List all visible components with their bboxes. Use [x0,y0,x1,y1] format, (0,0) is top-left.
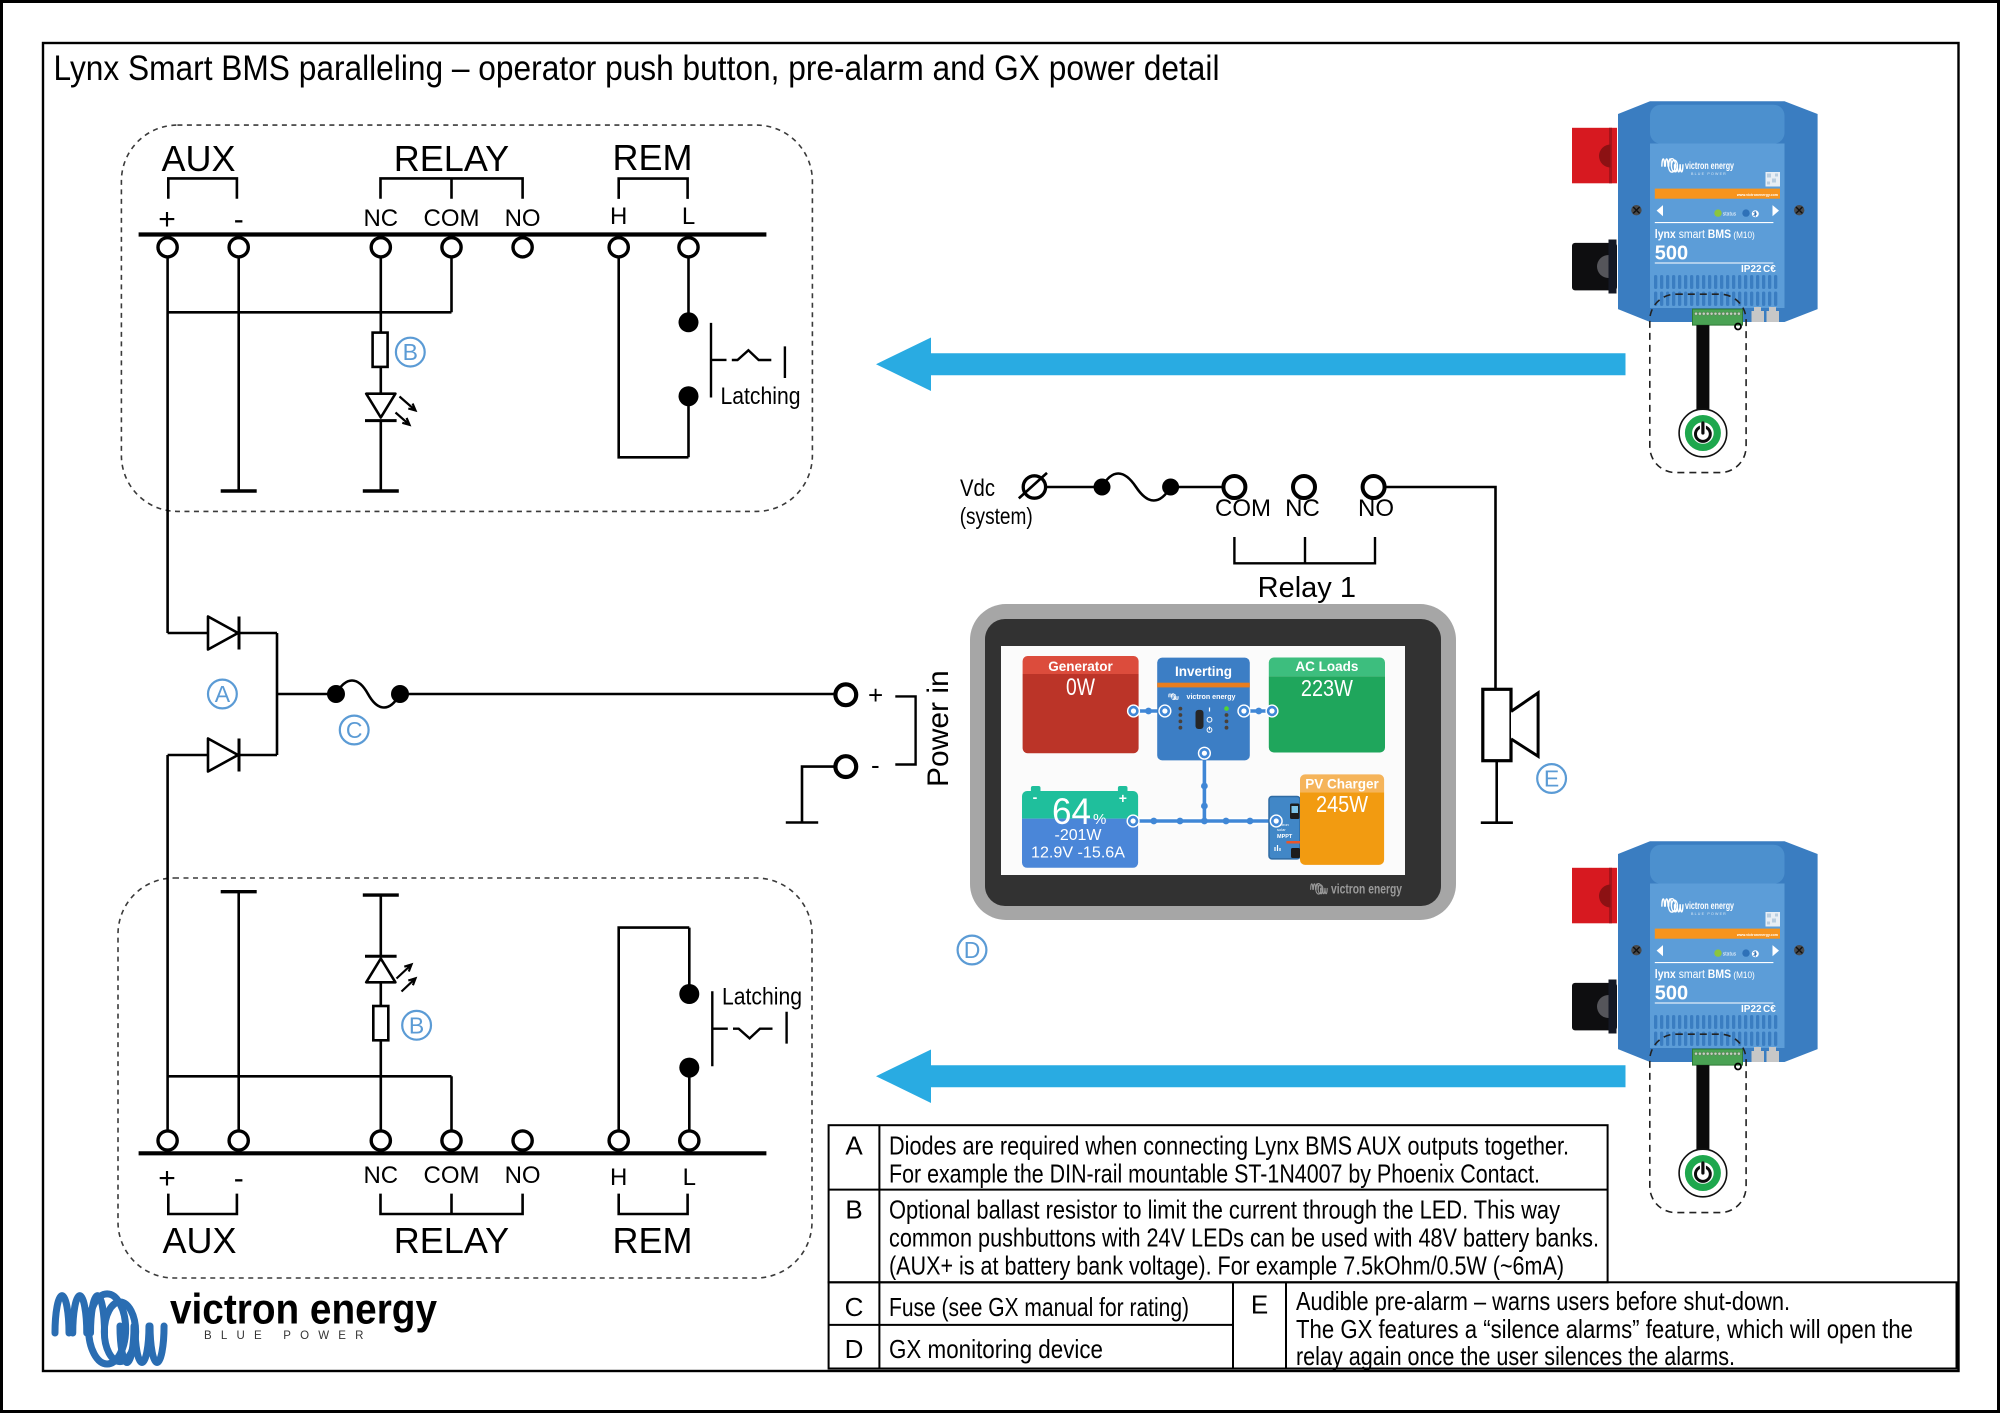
svg-text:REM: REM [613,1220,693,1261]
svg-text:A: A [845,1131,863,1161]
svg-text:+: + [868,680,883,710]
svg-text:MPPT: MPPT [1277,834,1293,840]
svg-text:B: B [409,1012,424,1038]
svg-text:COM: COM [1215,495,1271,522]
svg-text:Optional ballast resistor to l: Optional ballast resistor to limit the c… [889,1195,1560,1225]
svg-text:victron energy: victron energy [1331,882,1402,897]
svg-text:C: C [346,717,363,743]
svg-text:12.9V -15.6A: 12.9V -15.6A [1031,845,1126,862]
svg-text:%: % [1093,811,1106,828]
svg-text:64: 64 [1052,791,1091,832]
svg-text:COM: COM [424,1162,480,1189]
svg-text:NC: NC [1285,495,1320,522]
svg-text:common pushbuttons with 24V LE: common pushbuttons with 24V LEDs can be … [889,1223,1599,1253]
svg-text:L: L [682,203,695,230]
svg-text:NO: NO [505,1162,541,1189]
svg-text:0W: 0W [1066,674,1095,701]
svg-text:Relay 1: Relay 1 [1258,572,1356,604]
svg-text:-: - [234,1162,244,1195]
svg-text:+: + [158,1162,176,1195]
svg-text:Power in: Power in [922,670,955,787]
svg-text:relay again once the user sile: relay again once the user silences the a… [1296,1341,1735,1371]
svg-text:NC: NC [363,205,398,232]
svg-text:NC: NC [363,1162,398,1189]
svg-text:Fuse (see GX manual for rating: Fuse (see GX manual for rating) [889,1292,1189,1322]
svg-text:Latching: Latching [721,383,801,410]
svg-text:AC Loads: AC Loads [1295,659,1358,674]
svg-text:REM: REM [613,137,693,178]
svg-text:Lynx Smart BMS paralleling – o: Lynx Smart BMS paralleling – operator pu… [54,48,1220,88]
svg-text:GX monitoring device: GX monitoring device [889,1334,1103,1364]
svg-text:+: + [158,203,176,236]
svg-text:D: D [964,937,981,963]
svg-text:D: D [845,1334,864,1364]
svg-text:solar: solar [1277,827,1286,832]
svg-text:-: - [1033,789,1038,805]
svg-text:E: E [1544,766,1559,792]
svg-text:Diodes are required when conne: Diodes are required when connecting Lynx… [889,1131,1569,1161]
svg-text:victron energy: victron energy [170,1286,437,1334]
svg-text:AUX: AUX [162,1220,236,1261]
svg-text:victron: victron [1277,822,1289,827]
svg-text:-: - [234,203,244,236]
svg-text:Vdc: Vdc [960,475,995,502]
svg-text:NO: NO [505,205,541,232]
svg-text:C: C [845,1292,864,1322]
svg-text:H: H [610,1164,627,1191]
svg-text:245W: 245W [1316,791,1368,817]
svg-text:NO: NO [1358,495,1394,522]
svg-text:A: A [215,681,231,707]
svg-text:(system): (system) [960,503,1033,529]
svg-text:PV Charger: PV Charger [1305,777,1379,792]
svg-text:victron energy: victron energy [1187,692,1237,701]
svg-text:Generator: Generator [1048,659,1113,674]
svg-text:-: - [871,750,880,780]
svg-text:Audible pre-alarm – warns user: Audible pre-alarm – warns users before s… [1296,1286,1790,1316]
svg-text:L: L [683,1164,696,1191]
svg-text:Latching: Latching [722,984,802,1011]
svg-text:+: + [1119,790,1127,806]
svg-text:COM: COM [424,205,480,232]
svg-text:B: B [845,1195,862,1225]
svg-text:For example the DIN-rail mount: For example the DIN-rail mountable ST-1N… [889,1159,1540,1189]
svg-text:RELAY: RELAY [394,1220,509,1261]
svg-text:The GX features a “silence ala: The GX features a “silence alarms” featu… [1296,1314,1913,1344]
svg-text:AUX: AUX [161,138,235,179]
svg-text:H: H [610,203,627,230]
svg-text:E: E [1251,1290,1268,1320]
svg-text:B: B [403,339,418,365]
svg-text:BLUE POWER: BLUE POWER [204,1330,373,1342]
svg-text:223W: 223W [1301,675,1353,701]
svg-text:Inverting: Inverting [1175,664,1232,679]
svg-text:(AUX+ is at battery bank volta: (AUX+ is at battery bank voltage). For e… [889,1251,1564,1281]
svg-text:RELAY: RELAY [394,138,509,179]
svg-text:-201W: -201W [1055,827,1102,844]
